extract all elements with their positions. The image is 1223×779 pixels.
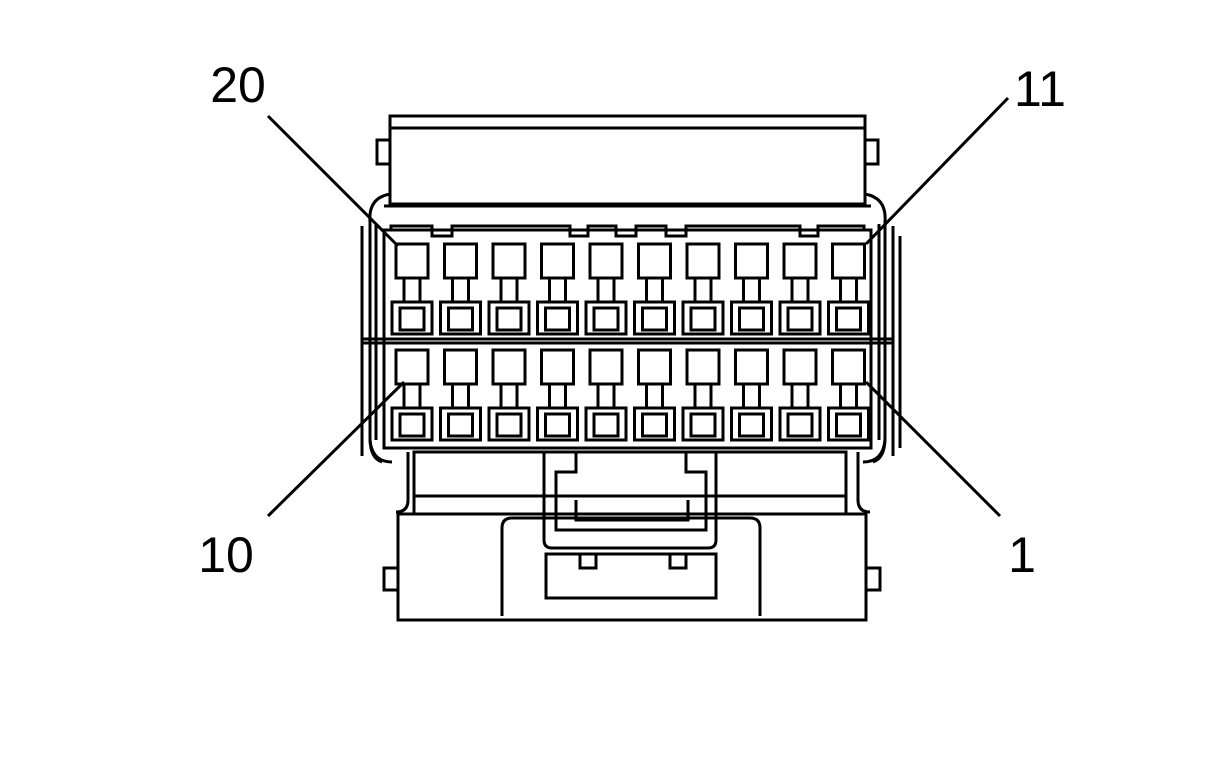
pin-label-11: 11: [1014, 61, 1066, 117]
leader-line-20: [266, 114, 400, 248]
pin-leader-lines: [266, 96, 1010, 518]
pin-label-10: 10: [198, 527, 254, 583]
connector-cavity: [633, 242, 676, 336]
connector-cavity: [439, 348, 482, 442]
connector-cavity: [633, 348, 676, 442]
connector-cavity: [390, 348, 434, 442]
connector-cavity: [584, 348, 628, 442]
pin-label-20: 20: [210, 57, 266, 113]
connector-cavity: [730, 348, 773, 442]
connector-cavity: [390, 242, 434, 336]
connector-top-latch: [375, 114, 880, 206]
connector-lower-body: [382, 450, 882, 622]
connector-cavity: [487, 348, 531, 442]
connector-cavity: [487, 242, 531, 336]
connector-cavity: [778, 348, 822, 442]
leader-line-11: [864, 96, 1010, 246]
leader-line-1: [864, 380, 1002, 518]
connector-housing: [360, 192, 902, 464]
connector-cavity: [439, 242, 482, 336]
connector-cavity: [536, 348, 579, 442]
leader-line-10: [266, 380, 406, 518]
connector-cavity: [827, 348, 870, 442]
pin-label-1: 1: [1008, 527, 1036, 583]
connector-cavity: [681, 242, 725, 336]
cavity-grid: [390, 242, 870, 442]
connector-cavity: [827, 242, 870, 336]
connector-cavity: [536, 242, 579, 336]
connector-cavity: [730, 242, 773, 336]
connector-cavity: [584, 242, 628, 336]
connector-cavity: [778, 242, 822, 336]
connector-cavity: [681, 348, 725, 442]
